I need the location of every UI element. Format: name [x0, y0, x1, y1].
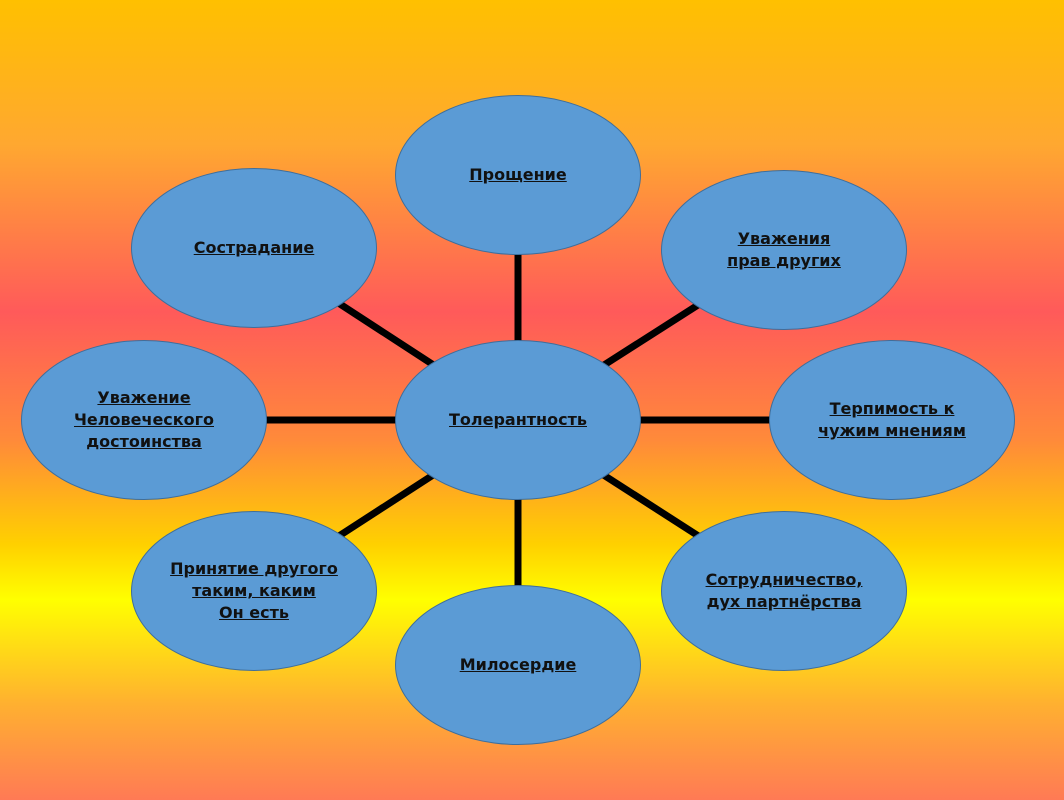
node-tolerance-opinions: Терпимость к чужим мнениям	[769, 340, 1015, 500]
node-respect-rights: Уважения прав других	[661, 170, 907, 330]
node-acceptance: Принятие другого таким, каким Он есть	[131, 511, 377, 671]
node-cooperation: Сотрудничество, дух партнёрства	[661, 511, 907, 671]
node-label: Уважение Человеческого достоинства	[74, 388, 214, 451]
node-compassion: Сострадание	[131, 168, 377, 328]
node-label: Принятие другого таким, каким Он есть	[170, 559, 338, 622]
node-label: Милосердие	[459, 655, 577, 674]
node-human-dignity: Уважение Человеческого достоинства	[21, 340, 267, 500]
center-node-tolerance: Толерантность	[395, 340, 641, 500]
node-label: Уважения прав других	[727, 229, 841, 270]
node-label: Сострадание	[193, 238, 315, 257]
center-label: Толерантность	[449, 410, 587, 429]
node-label: Терпимость к чужим мнениям	[818, 399, 966, 440]
node-forgiveness: Прощение	[395, 95, 641, 255]
node-label: Прощение	[469, 165, 567, 184]
node-mercy: Милосердие	[395, 585, 641, 745]
node-label: Сотрудничество, дух партнёрства	[705, 570, 863, 611]
